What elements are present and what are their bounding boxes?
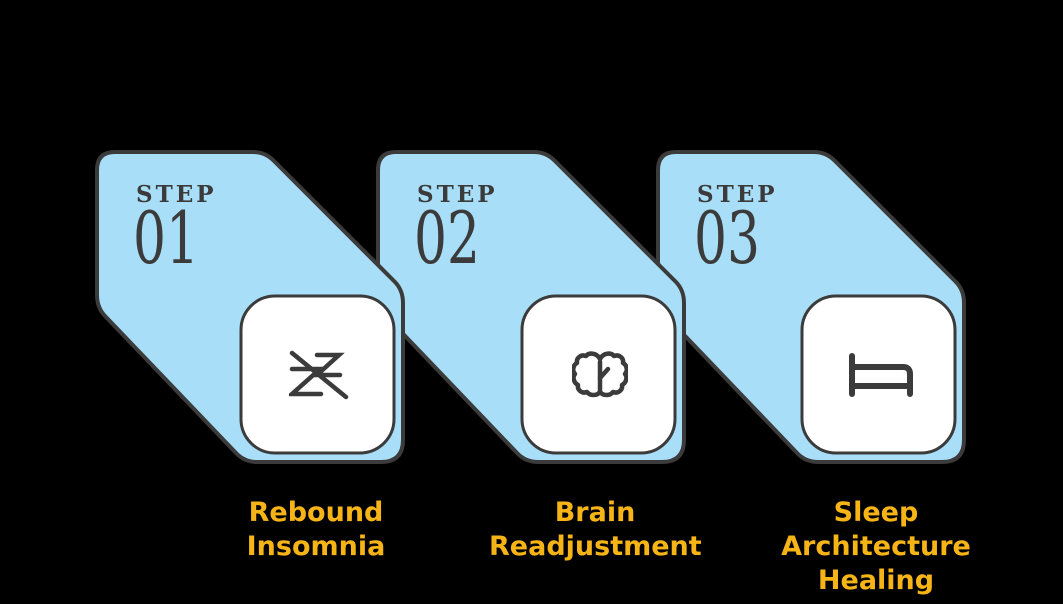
step-word: STEP [136,181,217,208]
step-caption-2: Brain Readjustment [489,497,702,562]
step-number: 02 [414,196,480,280]
step-card-3: STEP 03 [656,150,966,464]
step-card-shape [95,150,405,464]
brain-icon [572,351,628,398]
step-number: 01 [133,196,199,280]
icon-box [800,294,957,455]
step-caption-3: Sleep Architecture Healing [781,497,971,596]
step-card-2: STEP 02 [376,150,686,464]
step-word: STEP [697,181,778,208]
step-caption-1: Rebound Insomnia [246,497,386,562]
bed-icon [849,353,913,397]
step-number: 03 [694,196,760,280]
no-sleep-icon [289,350,349,400]
step-card-1: STEP 01 [95,150,405,464]
step-word: STEP [417,181,498,208]
